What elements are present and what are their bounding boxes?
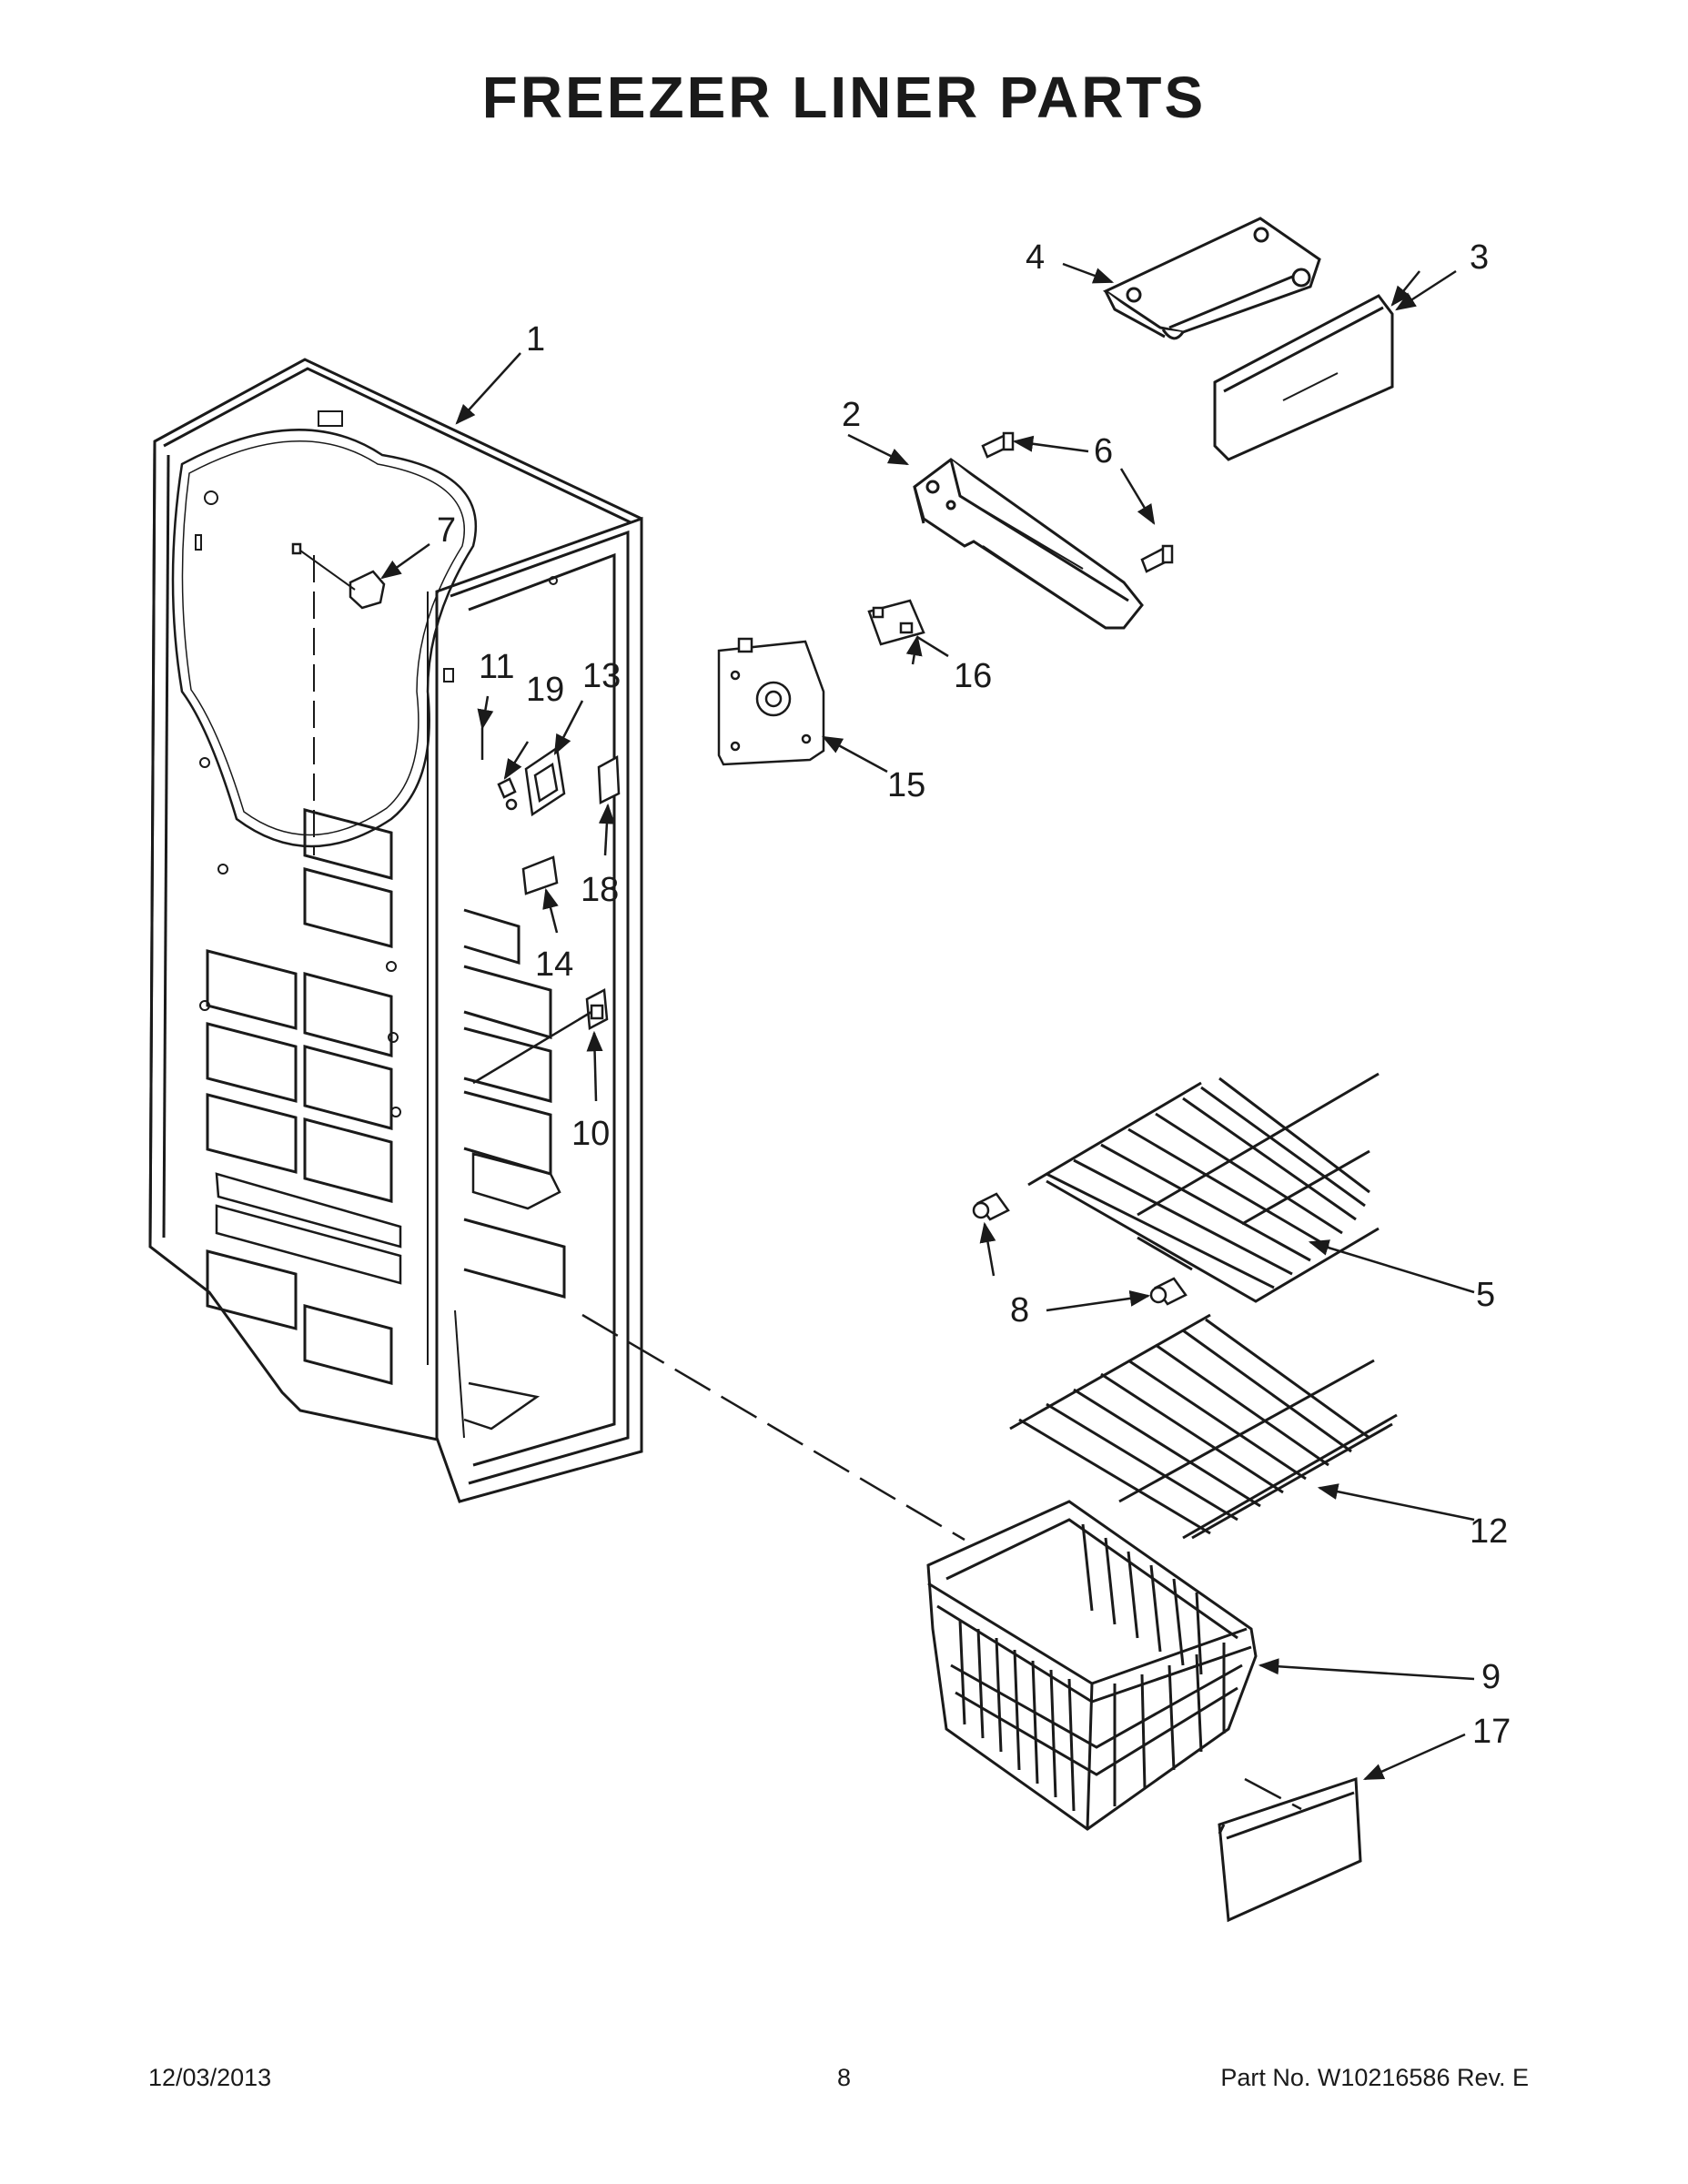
callout-13: 13 [582, 657, 621, 695]
alignment-lines [581, 1313, 1302, 1811]
callout-8: 8 [1010, 1291, 1029, 1330]
wire-shelf-12 [1009, 1313, 1398, 1540]
callout-15: 15 [887, 766, 925, 804]
callout-11: 11 [479, 648, 514, 686]
wire-shelf-5 [1027, 1072, 1380, 1303]
liner-components [480, 728, 621, 1030]
control-16 [867, 599, 925, 646]
callout-10: 10 [571, 1115, 610, 1153]
callout-3: 3 [1470, 238, 1489, 277]
callout-16: 16 [954, 657, 992, 695]
callout-18: 18 [581, 871, 619, 909]
callout-6: 6 [1094, 432, 1113, 470]
callout-labels: 1 2 3 4 5 6 7 8 9 10 11 12 13 14 15 16 1… [437, 238, 1511, 1751]
cover-3 [1213, 294, 1394, 461]
control-15 [717, 637, 825, 766]
callout-9: 9 [1481, 1658, 1501, 1696]
basket-front-17 [1218, 1776, 1362, 1923]
leader-lines [380, 262, 1475, 1781]
callout-14: 14 [535, 945, 573, 984]
shelf-support-8 [972, 1192, 1188, 1306]
fan-bracket-2 [913, 458, 1144, 630]
page-title: FREEZER LINER PARTS [481, 65, 1207, 130]
top-bracket-4 [1102, 217, 1321, 340]
wire-basket-9 [926, 1500, 1258, 1831]
footer-part-number: Part No. W10216586 Rev. E [1220, 2064, 1529, 2091]
callout-17: 17 [1472, 1713, 1511, 1751]
footer-page-number: 8 [836, 2064, 852, 2091]
freezer-liner [148, 358, 643, 1503]
callout-4: 4 [1026, 238, 1045, 277]
clip-7 [291, 542, 386, 610]
footer-date: 12/03/2013 [148, 2064, 272, 2091]
callout-2: 2 [842, 396, 861, 434]
callout-5: 5 [1476, 1276, 1495, 1314]
callout-19: 19 [526, 671, 564, 709]
callout-7: 7 [437, 511, 456, 550]
callout-12: 12 [1470, 1512, 1508, 1551]
callout-1: 1 [526, 320, 545, 359]
